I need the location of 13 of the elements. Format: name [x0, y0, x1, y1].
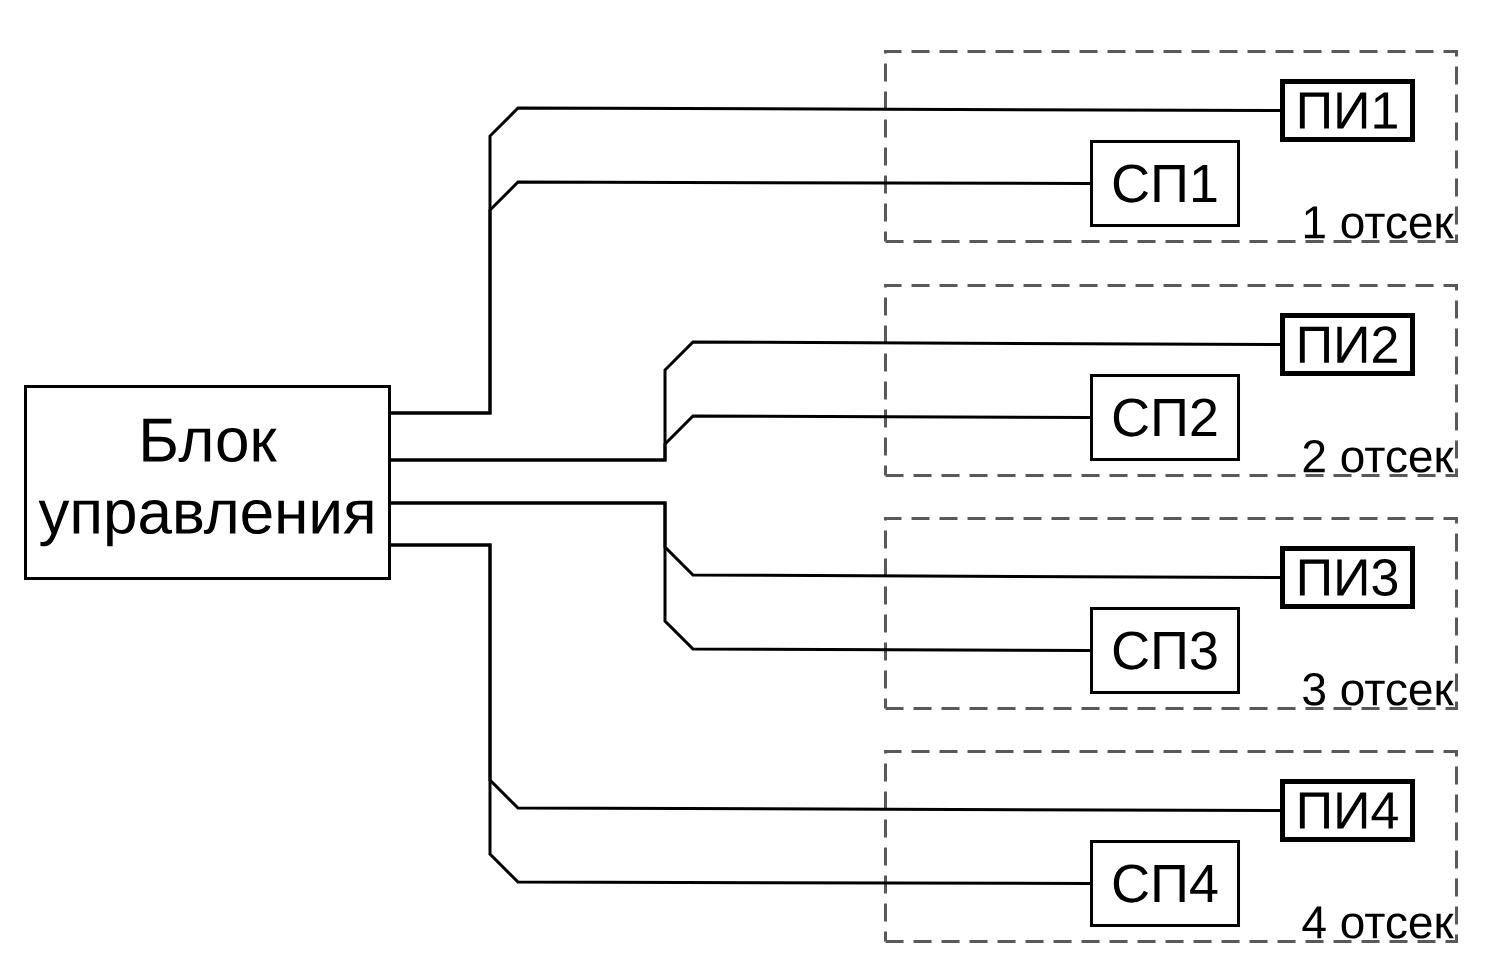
component-box: СП1 — [1090, 140, 1240, 227]
component-box: ПИ1 — [1280, 79, 1415, 142]
component-box: ПИ3 — [1280, 546, 1415, 609]
connector-line — [391, 414, 1090, 462]
component-box: ПИ4 — [1280, 779, 1415, 842]
component-box: СП4 — [1090, 840, 1240, 927]
component-box: СП3 — [1090, 607, 1240, 694]
control-unit-box: Блок управления — [24, 385, 391, 580]
connector-line — [391, 501, 1090, 652]
connector-line — [391, 180, 1090, 415]
component-box: ПИ2 — [1280, 313, 1415, 376]
connector-line — [391, 543, 1090, 885]
component-box: СП2 — [1090, 374, 1240, 461]
